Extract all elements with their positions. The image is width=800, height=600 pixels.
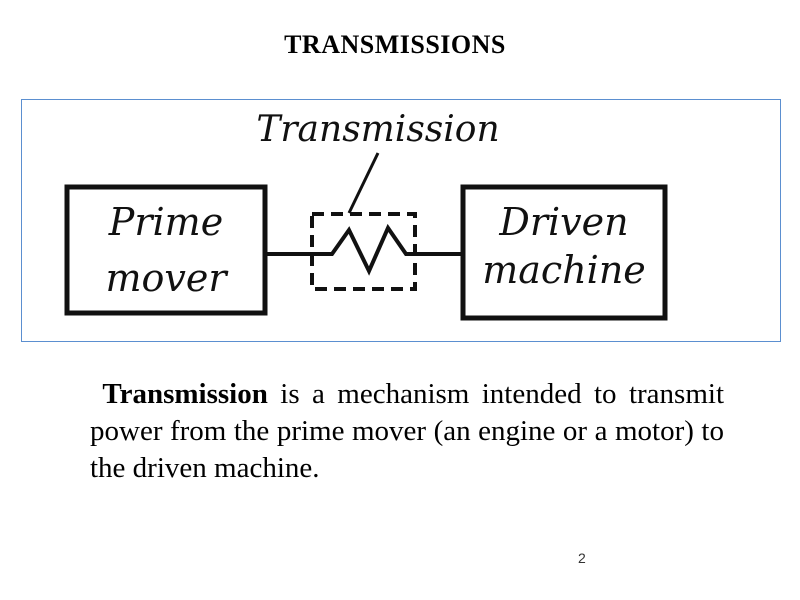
definition-paragraph: Transmission is a mechanism intended to … — [90, 376, 724, 487]
definition-line1-rest: is a mechanism intended to — [267, 378, 617, 410]
transmission-zigzag-icon — [312, 223, 415, 276]
prime-mover-box — [64, 184, 268, 316]
transmission-dashed-box — [310, 212, 417, 291]
transmission-label: Transmission — [256, 109, 499, 150]
prime-mover-label-line1: Prime — [108, 200, 223, 244]
definition-line2: transmit power from the prime mover — [90, 378, 725, 447]
page-number: 2 — [578, 550, 586, 566]
transmission-leader-line — [347, 152, 380, 214]
definition-term: Transmission — [102, 378, 268, 410]
definition-line4: machine. — [214, 452, 320, 484]
driven-machine-label-line1: Driven — [498, 200, 628, 244]
transmission-diagram: Prime mover Driven machine Transmission — [21, 99, 781, 342]
diagram-canvas: Prime mover Driven machine Transmission — [64, 109, 668, 321]
prime-mover-label-line2: mover — [105, 256, 229, 300]
slide-title: TRANSMISSIONS — [284, 30, 506, 59]
driven-machine-label-line2: machine — [482, 248, 646, 292]
definition-line3: (an engine or a motor) to the driven — [90, 415, 724, 484]
